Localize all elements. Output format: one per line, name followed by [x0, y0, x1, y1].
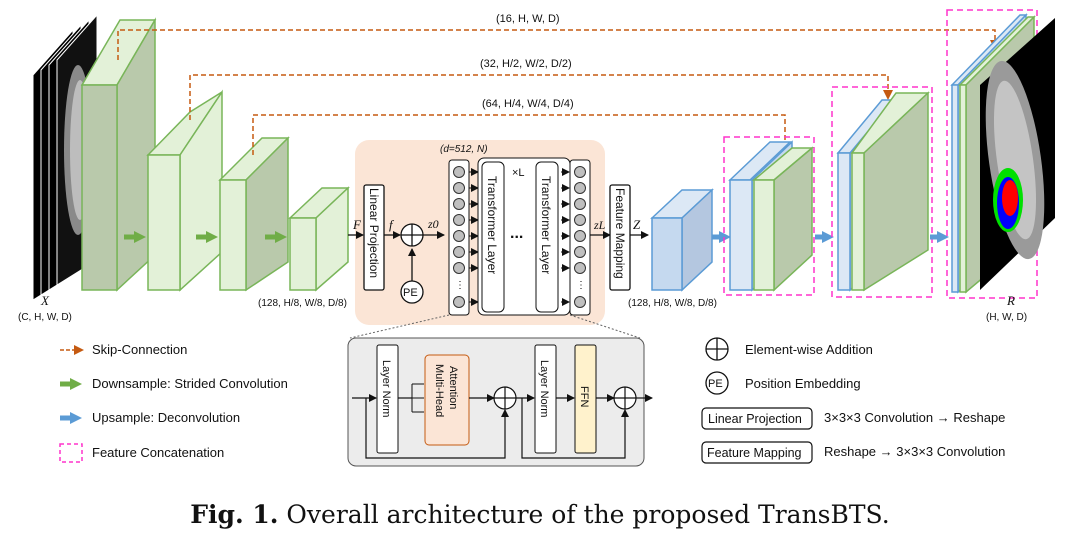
- feature-mapping-label: Feature Mapping: [613, 188, 627, 279]
- legend-fm-box-label: Feature Mapping: [707, 446, 802, 460]
- transformer-layer-2: Transformer Layer: [535, 161, 559, 313]
- layer-norm-1-label: Layer Norm: [380, 360, 392, 417]
- concat-box-2: [831, 86, 933, 298]
- dim-decoder: (128, H/8, W/8, D/8): [628, 298, 717, 309]
- times-l-label: ×L: [512, 167, 525, 179]
- symbol-f: f: [389, 217, 395, 232]
- encoder-feature-1: [80, 17, 157, 292]
- legend-down-label: Downsample: Strided Convolution: [92, 376, 288, 391]
- ffn-label: FFN: [578, 386, 590, 407]
- caption-label: Fig. 1.: [190, 500, 279, 529]
- legend-right: Element-wise Addition PE Position Embedd…: [701, 337, 1005, 464]
- symbol-Z: Z: [633, 217, 641, 232]
- transformer-layer-1: Transformer Layer: [481, 161, 505, 313]
- legend-add-icon: [705, 337, 729, 361]
- layer-dots: ...: [510, 225, 523, 242]
- position-add-node: [400, 223, 424, 247]
- position-embedding-node: PE: [400, 280, 424, 304]
- layer-norm-2-label: Layer Norm: [538, 360, 550, 417]
- input-dim: (C, H, W, D): [18, 312, 72, 323]
- zoom-line-right: [569, 314, 641, 339]
- transformer-layer-2-label: Transformer Layer: [539, 176, 553, 274]
- output-dim: (H, W, D): [986, 312, 1027, 323]
- encoder-feature-4: [288, 186, 350, 292]
- legend-left: Skip-Connection Downsample: Strided Conv…: [59, 342, 288, 463]
- legend-lp-box-label: Linear Projection: [708, 412, 802, 426]
- zoom-line-left: [349, 314, 450, 339]
- token-column-in: ⋮: [448, 159, 470, 316]
- caption-text: Overall architecture of the proposed Tra…: [278, 500, 890, 529]
- pe-label: PE: [403, 287, 418, 299]
- legend-pe-label: Position Embedding: [745, 376, 861, 391]
- output-symbol: R: [1006, 293, 1015, 308]
- token-column-out: ⋮: [569, 159, 591, 316]
- legend-up-label: Upsample: Deconvolution: [92, 410, 240, 425]
- dim-top3: (64, H/4, W/4, D/4): [482, 98, 574, 110]
- decoder-feature-1: [650, 188, 714, 292]
- decoder-feature-3: [836, 91, 930, 292]
- legend-pe-icon: PE: [705, 371, 729, 395]
- dim-top1: (16, H, W, D): [496, 13, 560, 25]
- input-symbol: X: [40, 293, 50, 308]
- dim-top2: (32, H/2, W/2, D/2): [480, 58, 572, 70]
- linear-projection-label: Linear Projection: [367, 188, 381, 278]
- symbol-F: F: [352, 217, 362, 232]
- linear-projection-block: Linear Projection: [363, 184, 385, 291]
- figure-caption: Fig. 1. Overall architecture of the prop…: [0, 500, 1080, 529]
- legend-lp-box: [701, 407, 813, 430]
- legend-lp-desc: 3×3×3 Convolution → Reshape: [824, 410, 1005, 425]
- decoder-feature-2: [728, 140, 815, 292]
- legend-concat-icon: [59, 443, 83, 463]
- output-segmentation: [980, 18, 1055, 290]
- legend-concat-label: Feature Concatenation: [92, 445, 224, 460]
- feature-mapping-block: Feature Mapping: [609, 184, 631, 291]
- legend-fm-box: [701, 441, 813, 464]
- svg-text:⋮: ⋮: [576, 280, 586, 291]
- legend-skip-label: Skip-Connection: [92, 342, 187, 357]
- token-arrows-out: [561, 168, 570, 306]
- legend-fm-desc: Reshape → 3×3×3 Convolution: [824, 444, 1005, 459]
- dim-d-label: (d=512, N): [440, 144, 488, 155]
- legend-add-label: Element-wise Addition: [745, 342, 873, 357]
- encoder-feature-2: [146, 89, 223, 292]
- svg-text:PE: PE: [708, 378, 723, 390]
- mha-label-2: Attention: [447, 366, 459, 409]
- dim-encoder: (128, H/8, W/8, D/8): [258, 298, 347, 309]
- symbol-zL: zL: [593, 218, 606, 232]
- mha-label-1: Multi-Head: [433, 364, 445, 417]
- token-arrows-in: [469, 168, 479, 306]
- transformer-detail-panel: Layer Norm Multi-Head Attention Layer No…: [347, 337, 653, 467]
- encoder-feature-3: [218, 136, 290, 292]
- svg-text:⋮: ⋮: [455, 280, 465, 291]
- transformer-layer-1-label: Transformer Layer: [485, 176, 499, 274]
- symbol-z0: z0: [427, 217, 439, 231]
- concat-box-1: [723, 136, 815, 296]
